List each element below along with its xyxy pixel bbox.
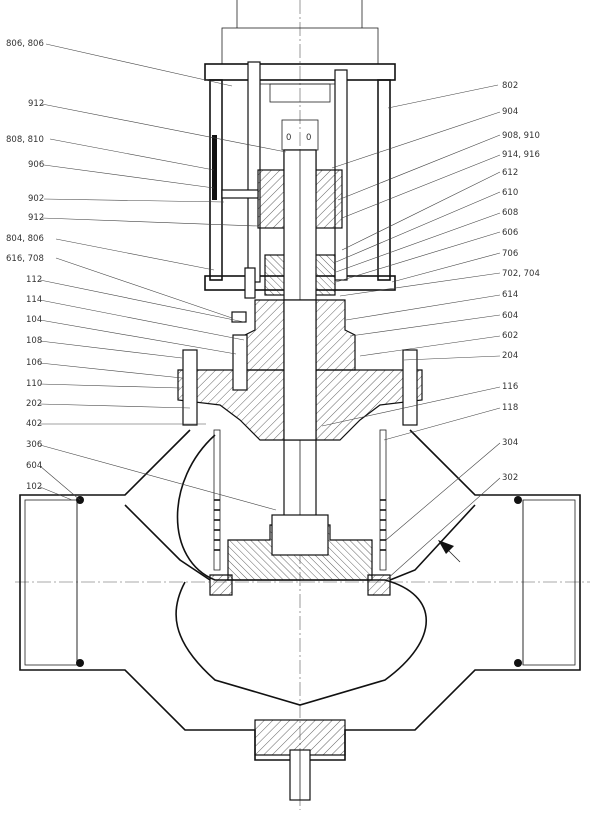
callout-614: 614: [502, 290, 518, 300]
callout-108: 108: [26, 336, 42, 346]
callout-608: 608: [502, 208, 518, 218]
callout-304: 304: [502, 438, 518, 448]
callout-112: 112: [26, 275, 42, 285]
callout-302: 302: [502, 473, 518, 483]
callout-402: 402: [26, 419, 42, 429]
callout-914-916: 914, 916: [502, 150, 540, 160]
callout-604-left: 604: [26, 461, 42, 471]
leader-lines-right: [321, 84, 501, 581]
callout-706: 706: [502, 249, 518, 259]
callout-610: 610: [502, 188, 518, 198]
valve-body: [19, 429, 581, 801]
callouts-left: 806, 806 912 808, 810 906 902 912 804, 8…: [6, 39, 44, 492]
callout-102: 102: [26, 482, 42, 492]
callouts-right: 802 904 908, 910 914, 916 612 610 608 60…: [502, 81, 540, 483]
callout-906: 906: [28, 160, 44, 170]
svg-text:0: 0: [306, 133, 311, 143]
callout-606: 606: [502, 228, 518, 238]
callout-702-704: 702, 704: [502, 269, 540, 279]
callout-616-708: 616, 708: [6, 254, 44, 264]
callout-110: 110: [26, 379, 42, 389]
callout-202: 202: [26, 399, 42, 409]
bonnet: [177, 299, 423, 441]
callout-116: 116: [502, 382, 518, 392]
callout-804-806: 804, 806: [6, 234, 44, 244]
callout-912-a: 912: [28, 99, 44, 109]
svg-text:0: 0: [286, 133, 291, 143]
callout-908-910: 908, 910: [502, 131, 540, 141]
callout-806-806: 806, 806: [6, 39, 44, 49]
callout-612: 612: [502, 168, 518, 178]
callout-104: 104: [26, 315, 42, 325]
callout-602: 602: [502, 331, 518, 341]
callout-802: 802: [502, 81, 518, 91]
leader-lines-left: [39, 43, 287, 511]
flow-arrow: [438, 540, 461, 563]
callout-808-810: 808, 810: [6, 135, 44, 145]
callout-118: 118: [502, 403, 518, 413]
callout-604-right: 604: [502, 311, 518, 321]
callout-904: 904: [502, 107, 518, 117]
callout-204: 204: [502, 351, 518, 361]
callout-306: 306: [26, 440, 42, 450]
callout-902: 902: [28, 194, 44, 204]
callout-114: 114: [26, 295, 42, 305]
callout-106: 106: [26, 358, 42, 368]
callout-912-b: 912: [28, 213, 44, 223]
